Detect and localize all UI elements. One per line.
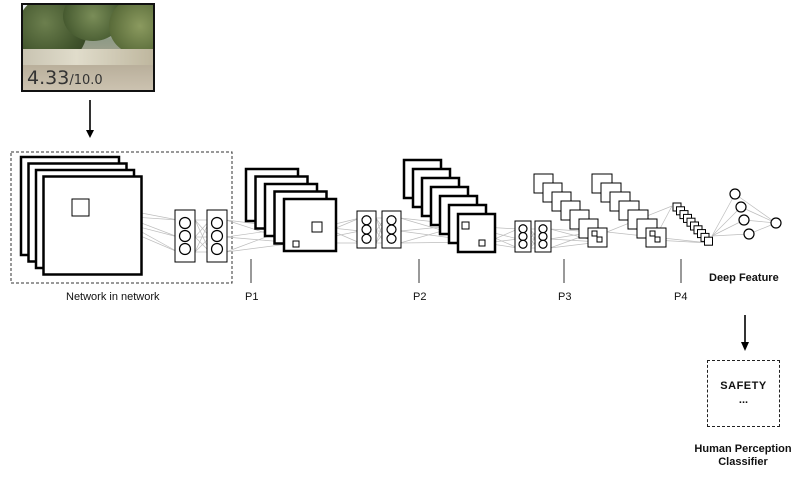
- conv3-column-2-neuron: [538, 239, 548, 249]
- label-network-in-network: Network in network: [66, 291, 160, 303]
- conv3-column-2-neuron: [538, 224, 548, 234]
- label-p3: P3: [558, 291, 572, 303]
- connection-line: [711, 193, 736, 237]
- nin-column-1-neuron: [178, 216, 192, 230]
- nin-receptive-field: [71, 198, 90, 217]
- conv3-kernel: [461, 221, 470, 230]
- street-photo: 4.33/10.0: [21, 3, 155, 92]
- photo-wall: [23, 49, 153, 65]
- deep-feature-neuron: [735, 201, 747, 213]
- conv2-column-1-neuron: [361, 233, 372, 244]
- output-neuron: [770, 217, 782, 229]
- perception-score: 4.33/10.0: [27, 69, 103, 88]
- output-arrowhead: [741, 342, 749, 351]
- conv2-pool-window: [292, 240, 300, 248]
- conv5-feature-map: [704, 236, 713, 246]
- nin-feature-map: [42, 175, 143, 276]
- nin-column-2-neuron: [210, 229, 224, 243]
- nin-column-2-neuron: [210, 242, 224, 256]
- nin-column-1-neuron: [178, 229, 192, 243]
- connection-line: [711, 233, 750, 237]
- connection-line: [711, 219, 745, 237]
- classifier-line1: Human Perception: [694, 443, 792, 455]
- label-deep-feature: Deep Feature: [709, 272, 779, 284]
- conv3-column-2-neuron: [538, 231, 548, 242]
- label-p4: P4: [674, 291, 688, 303]
- safety-ellipsis: ...: [738, 394, 749, 406]
- score-value: 4.33: [27, 67, 70, 89]
- connection-line: [740, 206, 777, 224]
- conv2-kernel: [311, 221, 323, 233]
- nin-column-2-neuron: [210, 216, 224, 230]
- conv3-feature-map: [456, 212, 497, 254]
- classifier-label: Human Perception Classifier: [686, 443, 800, 469]
- classifier-line2: Classifier: [718, 456, 768, 468]
- score-scale: /10.0: [69, 73, 103, 88]
- conv2-column-1-neuron: [361, 215, 372, 226]
- conv2-column-2-neuron: [386, 233, 397, 244]
- label-p1: P1: [245, 291, 259, 303]
- safety-label: SAFETY: [720, 380, 767, 392]
- conv4b-pool-window: [654, 236, 661, 243]
- conv4a-pool-window: [596, 236, 603, 243]
- connection-line: [734, 193, 777, 224]
- conv3-pool-window: [478, 239, 486, 247]
- nin-column-1-neuron: [178, 242, 192, 256]
- conv2-column-2-neuron: [386, 215, 397, 226]
- conv2-column-1-neuron: [361, 224, 372, 235]
- conv3-column-1-neuron: [518, 224, 528, 234]
- nin-dashed-box: [10, 151, 233, 284]
- photo-road: [23, 65, 153, 90]
- connection-line: [711, 206, 742, 237]
- input-arrowhead: [86, 130, 94, 138]
- label-p2: P2: [413, 291, 427, 303]
- deep-feature-neuron: [729, 188, 741, 200]
- deep-feature-neuron: [738, 214, 750, 226]
- neuron-columns: [174, 188, 782, 263]
- conv4a-kernel: [591, 230, 598, 237]
- conv2-column-2-neuron: [386, 224, 397, 235]
- conv3-column-1-neuron: [518, 231, 528, 242]
- deep-feature-neuron: [743, 228, 755, 240]
- conv3-column-1-neuron: [518, 239, 528, 249]
- conv4b-kernel: [649, 230, 656, 237]
- conv2-feature-map: [282, 197, 338, 253]
- feature-map-stacks: [19, 155, 713, 276]
- safety-output-box: SAFETY ...: [707, 360, 780, 427]
